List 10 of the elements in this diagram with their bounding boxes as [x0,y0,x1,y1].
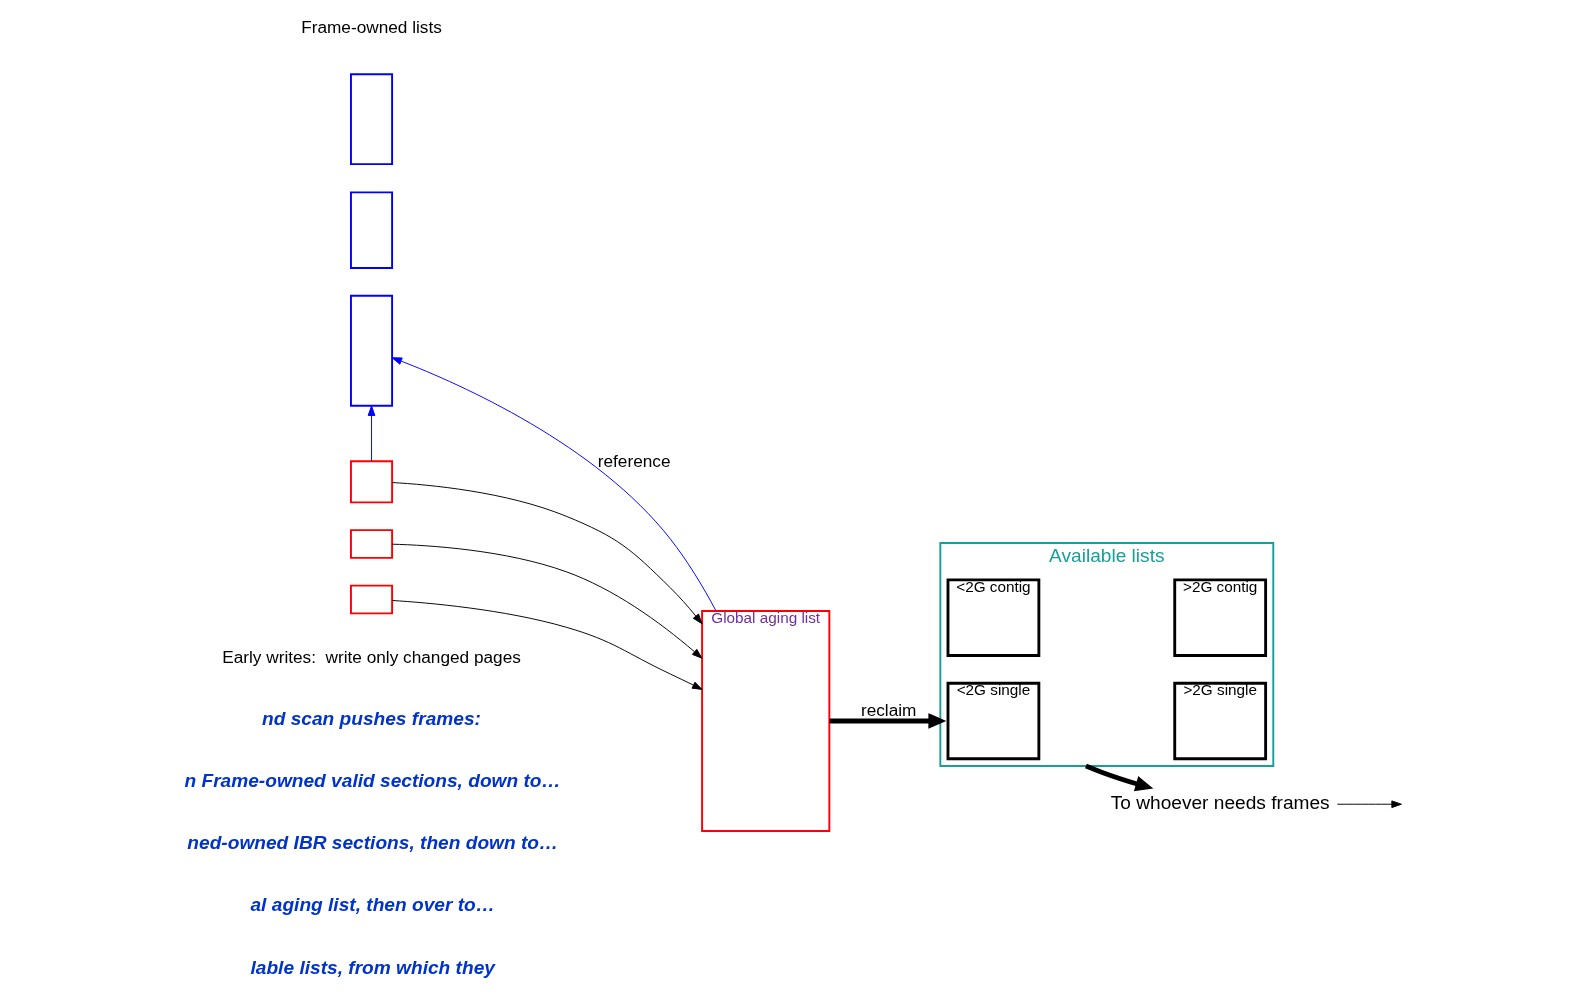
label: ned-owned IBR sections, then down to… [186,832,558,854]
node-text: To whoever needs frames [1110,792,1330,814]
edge-label: reference [597,450,671,471]
label: n Frame-owned valid sections, down to… [183,770,561,792]
label: Frame-owned lists [300,17,442,38]
label: Early writes: write only changed pages [221,647,521,668]
label: al aging list, then over to… [250,894,495,916]
label: nd scan pushes frames: [261,707,481,729]
edge-label: reclaim [860,699,916,720]
label: lable lists, from which they [250,956,495,978]
